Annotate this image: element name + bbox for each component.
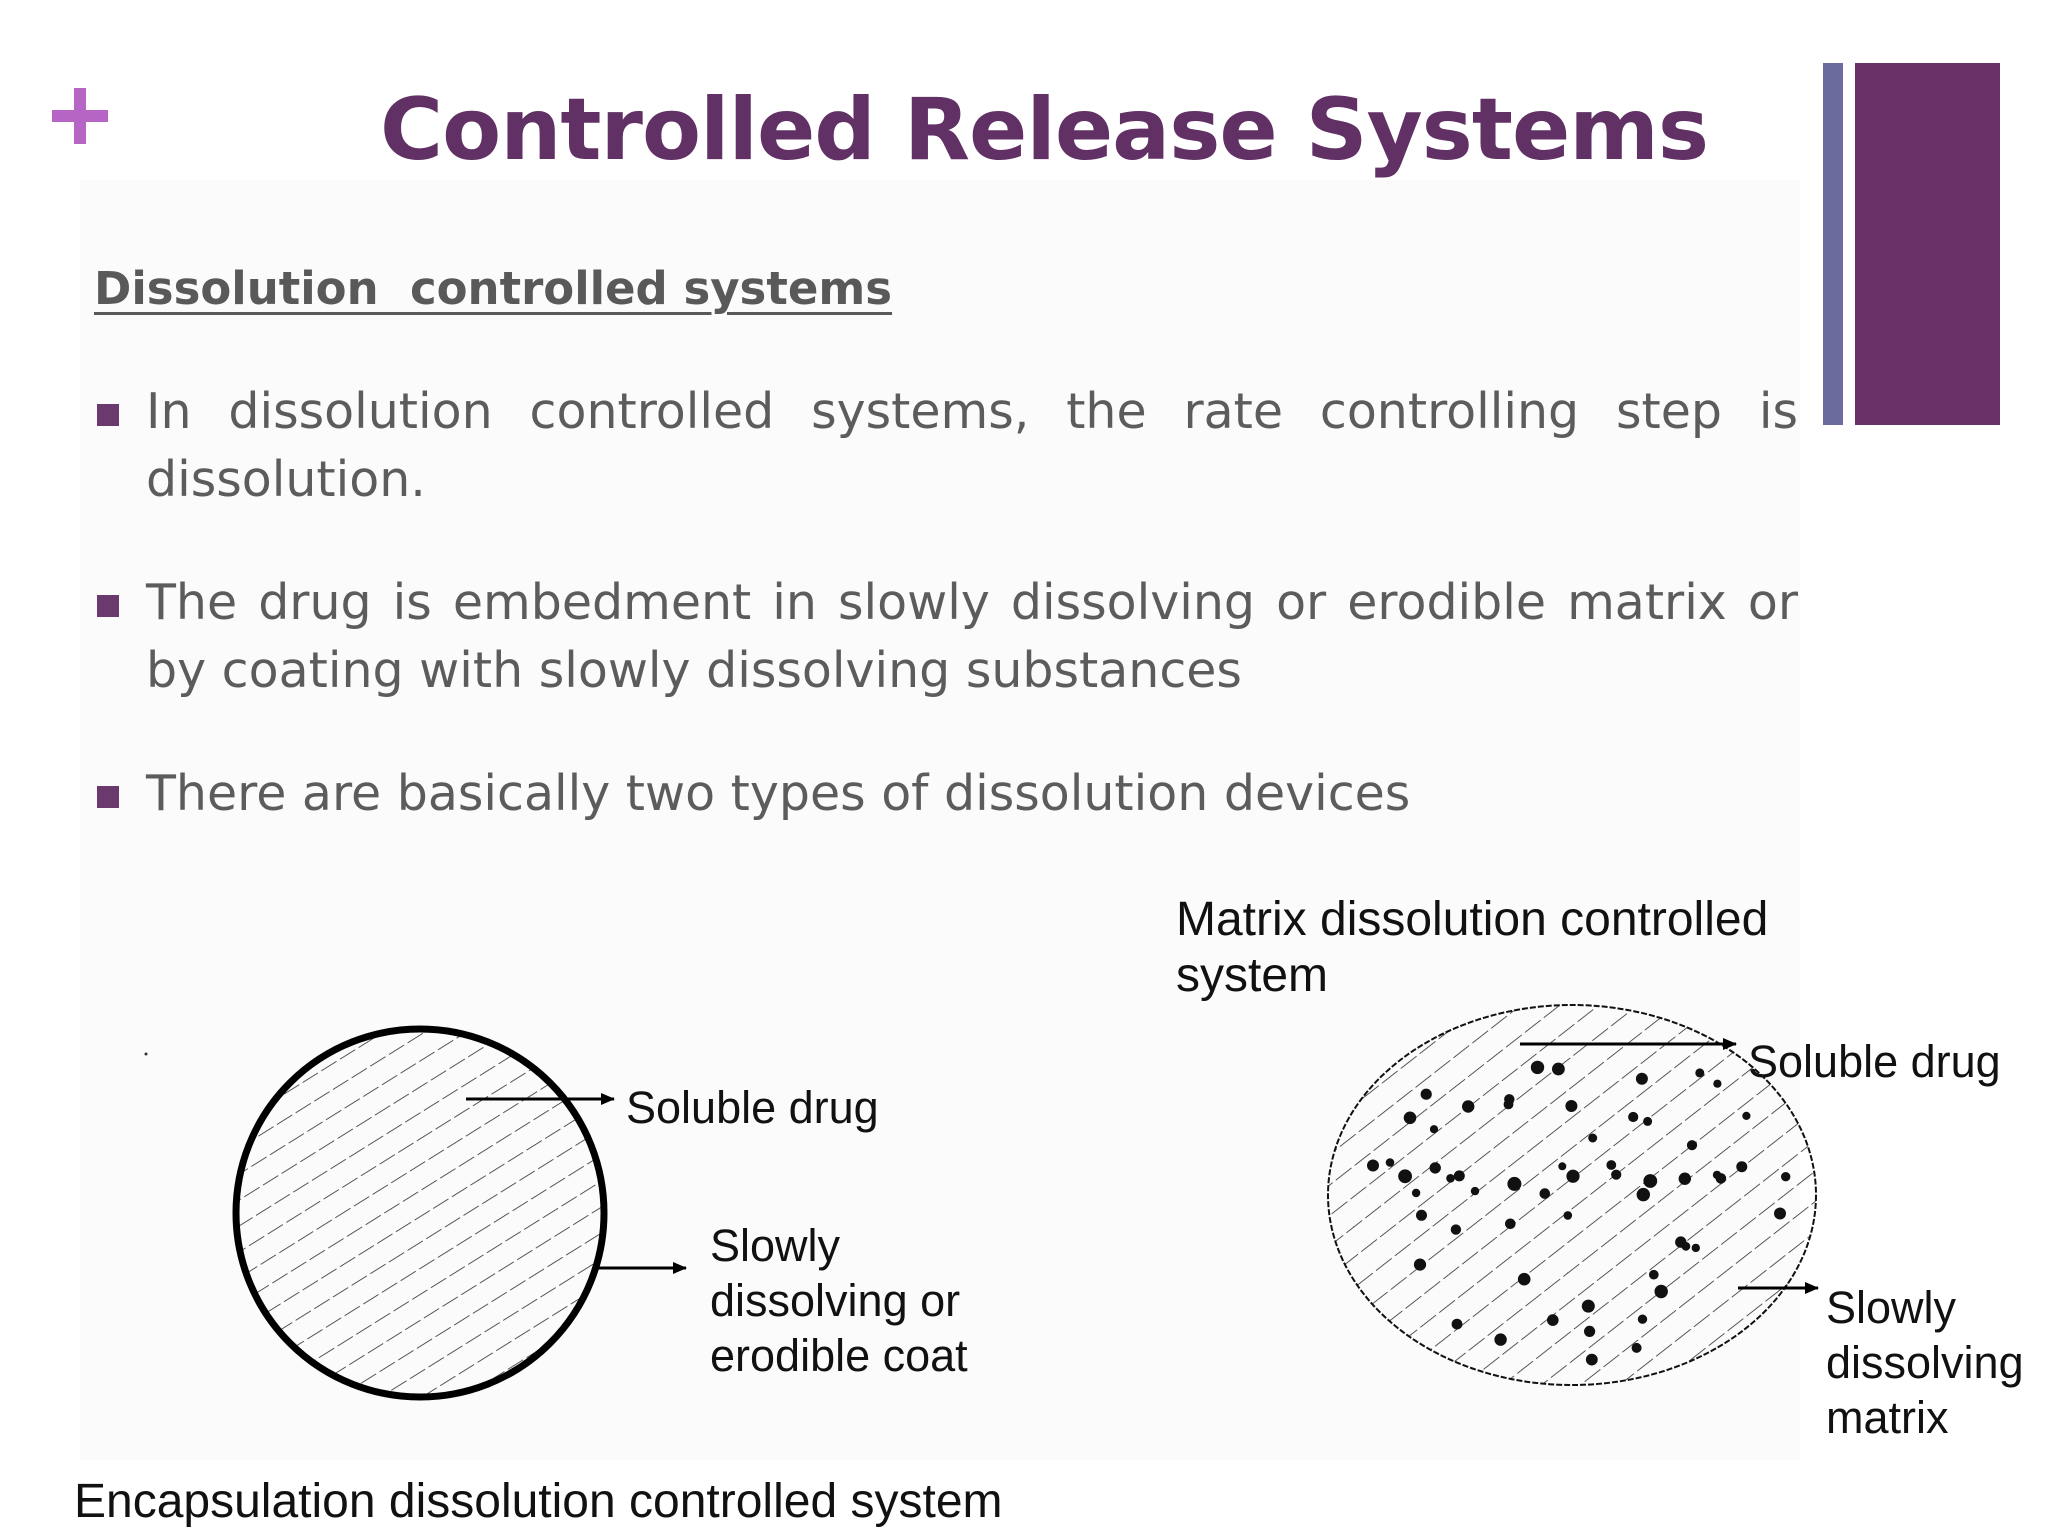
drug-particle [1742, 1111, 1751, 1120]
drug-particle [1494, 1333, 1507, 1346]
drug-particle [1547, 1314, 1559, 1326]
drug-particle [1411, 1188, 1421, 1198]
drug-particle [1675, 1236, 1687, 1248]
hatched-matrix-ellipse [1327, 1004, 1817, 1386]
drug-particle [1588, 1133, 1598, 1143]
drug-particle [1470, 1186, 1480, 1196]
drug-particle [1403, 1111, 1417, 1125]
hatched-core [236, 1029, 604, 1397]
bullet-list: In dissolution controlled systems, the r… [94, 378, 1798, 883]
encapsulation-diagram-caption: Encapsulation dissolution controlled sys… [74, 1475, 1003, 1528]
drug-particle [1581, 1299, 1595, 1313]
matrix-diagram-caption: Matrix dissolution controlled system [1176, 893, 1769, 1002]
drug-particle [1429, 1125, 1439, 1134]
drug-particle [1503, 1099, 1514, 1110]
stray-dot [144, 1052, 148, 1056]
drug-particle [1462, 1100, 1475, 1113]
slide-title: Controlled Release Systems [380, 80, 1709, 180]
drug-particles [1367, 1060, 1791, 1366]
drug-particle [1367, 1159, 1379, 1172]
drug-particle [1643, 1116, 1653, 1126]
square-bullet-icon [97, 404, 119, 426]
drug-particle [1416, 1209, 1427, 1221]
square-bullet-icon [97, 595, 119, 617]
drug-particle [1678, 1172, 1692, 1185]
dissolving-matrix-label: Slowly dissolving matrix [1826, 1282, 2024, 1443]
drug-particle [1420, 1088, 1432, 1100]
accent-bar-thick [1855, 63, 2000, 425]
drug-particle [1781, 1172, 1791, 1182]
drug-particle [1558, 1162, 1567, 1171]
drug-particle [1774, 1207, 1786, 1220]
drug-particle [1654, 1284, 1668, 1299]
accent-bar-thin [1823, 63, 1843, 425]
erodible-coat-ring [232, 1025, 608, 1401]
drug-particle [1584, 1325, 1596, 1337]
bullet-text: The drug is embedment in slowly dissolvi… [146, 574, 1798, 699]
plus-icon [52, 88, 108, 144]
drug-particle [1429, 1162, 1441, 1174]
drug-particle [1611, 1169, 1622, 1180]
drug-particle [1736, 1161, 1748, 1173]
erodible-coat-label: Slowly dissolving or erodible coat [710, 1220, 968, 1381]
drug-particle [1566, 1169, 1580, 1183]
drug-particle [1643, 1174, 1658, 1188]
drug-particle [1686, 1140, 1698, 1151]
drug-particle [1585, 1353, 1598, 1366]
drug-particle [1563, 1211, 1573, 1220]
drug-particle [1631, 1342, 1642, 1353]
drug-particle [1565, 1100, 1578, 1112]
drug-particle [1505, 1218, 1516, 1230]
bullet-item: The drug is embedment in slowly dissolvi… [94, 569, 1798, 705]
drug-particle [1539, 1188, 1551, 1199]
drug-particle [1649, 1269, 1659, 1280]
drug-particle [1446, 1174, 1455, 1183]
drug-particle [1635, 1072, 1648, 1085]
section-heading: Dissolution controlled systems [94, 262, 893, 315]
drug-particle [1451, 1318, 1463, 1330]
soluble-drug-label: Soluble drug [626, 1082, 879, 1133]
bullet-text: In dissolution controlled systems, the r… [146, 383, 1798, 508]
drug-particle [1606, 1160, 1617, 1170]
drug-particle [1713, 1079, 1722, 1088]
drug-particle [1637, 1314, 1648, 1324]
bullet-item: There are basically two types of dissolu… [94, 760, 1798, 828]
drug-particle [1691, 1243, 1701, 1253]
encapsulation-diagram [144, 1025, 687, 1401]
drug-particle [1413, 1258, 1427, 1271]
drug-particle [1385, 1158, 1395, 1167]
drug-particle [1507, 1176, 1522, 1191]
drug-particle [1517, 1272, 1531, 1286]
drug-particle [1712, 1170, 1722, 1180]
soluble-drug-label: Soluble drug [1748, 1036, 2001, 1087]
drug-particle [1695, 1068, 1705, 1078]
drug-particle [1453, 1170, 1465, 1182]
drug-particle [1628, 1111, 1639, 1123]
square-bullet-icon [97, 786, 119, 808]
bullet-item: In dissolution controlled systems, the r… [94, 378, 1798, 514]
matrix-diagram [1327, 1004, 1819, 1386]
drug-particle [1552, 1062, 1565, 1076]
drug-particle [1530, 1060, 1545, 1075]
drug-particle [1636, 1187, 1651, 1202]
bullet-text: There are basically two types of dissolu… [146, 765, 1411, 822]
drug-particle [1398, 1169, 1412, 1184]
drug-particle [1450, 1224, 1462, 1235]
